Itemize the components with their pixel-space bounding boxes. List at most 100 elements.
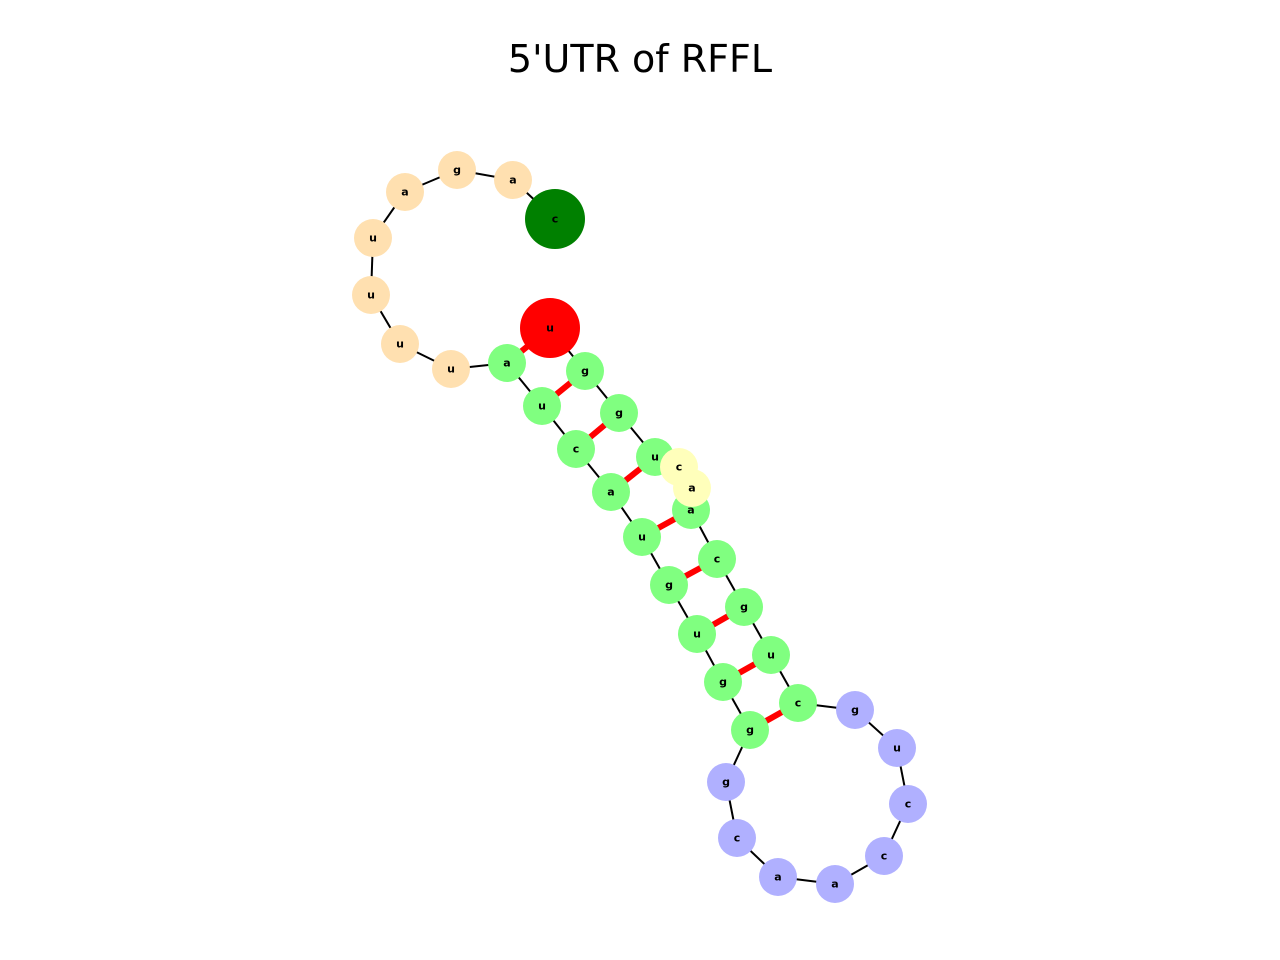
- nucleotide-hairpin-loop: g: [707, 763, 745, 801]
- nucleotide-circle: [354, 219, 392, 257]
- nucleotide-circle: [494, 161, 532, 199]
- nucleotide-hairpin-loop: a: [816, 865, 854, 903]
- nucleotide-label: u: [369, 232, 377, 245]
- nucleotide-circle: [488, 344, 526, 382]
- nucleotide-external: a: [494, 161, 532, 199]
- nucleotide-stem: a: [488, 344, 526, 382]
- nucleotide-stem: a: [592, 473, 630, 511]
- nucleotide-label: a: [688, 482, 695, 495]
- nucleotide-hairpin-loop: u: [878, 729, 916, 767]
- nucleotide-label: a: [831, 878, 838, 891]
- nucleotide-label: u: [546, 322, 554, 335]
- nucleotide-label: g: [581, 365, 589, 378]
- nucleotide-stem: c: [698, 540, 736, 578]
- nucleotide-label: c: [573, 443, 580, 456]
- nucleotide-circle: [650, 566, 688, 604]
- nucleotide-label: g: [719, 676, 727, 689]
- nucleotide-label: g: [722, 776, 730, 789]
- nucleotide-circle: [779, 684, 817, 722]
- nucleotide-hairpin-loop: c: [865, 837, 903, 875]
- nucleotide-hairpin-loop: g: [836, 691, 874, 729]
- nucleotide-label: u: [893, 742, 901, 755]
- nucleotide-circle: [836, 691, 874, 729]
- nucleotide-label: a: [509, 174, 516, 187]
- nucleotide-stem: g: [731, 711, 769, 749]
- nucleotide-circle: [557, 430, 595, 468]
- nucleotide-circle: [725, 588, 763, 626]
- nucleotide-label: g: [851, 704, 859, 717]
- nucleotide-circle: [731, 711, 769, 749]
- figure-title: 5'UTR of RFFL: [507, 37, 773, 81]
- nucleotide-stem: u: [752, 636, 790, 674]
- nucleotide-circle: [523, 387, 561, 425]
- nucleotide-circle: [878, 729, 916, 767]
- nucleotide-label: a: [687, 504, 694, 517]
- nucleotide-circle: [438, 151, 476, 189]
- nucleotide-circle: [673, 469, 711, 507]
- nucleotide-circle: [520, 298, 580, 358]
- nucleotide-three-prime-end: u: [520, 298, 580, 358]
- nucleotide-five-prime-end: c: [525, 189, 585, 249]
- nucleotide-label: u: [651, 451, 659, 464]
- nucleotide-label: g: [615, 407, 623, 420]
- nucleotide-label: u: [396, 338, 404, 351]
- nucleotide-label: a: [401, 186, 408, 199]
- nucleotide-circle: [381, 325, 419, 363]
- nucleotide-label: c: [881, 850, 888, 863]
- nucleotide-hairpin-loop: c: [889, 785, 927, 823]
- nucleotide-circle: [623, 518, 661, 556]
- nucleotide-external: u: [432, 350, 470, 388]
- nucleotide-stem: g: [650, 566, 688, 604]
- nucleotide-label: g: [453, 164, 461, 177]
- nucleotide-external: a: [386, 173, 424, 211]
- nucleotide-stem: c: [779, 684, 817, 722]
- nucleotide-label: a: [774, 871, 781, 884]
- nucleotide-label: c: [795, 697, 802, 710]
- nucleotide-label: u: [538, 400, 546, 413]
- nucleotide-stem: g: [566, 352, 604, 390]
- nucleotide-circle: [704, 663, 742, 701]
- nucleotide-external: u: [381, 325, 419, 363]
- nucleotide-label: u: [693, 628, 701, 641]
- nucleotide-label: c: [734, 832, 741, 845]
- nucleotide-label: a: [607, 486, 614, 499]
- nucleotide-stem: u: [678, 615, 716, 653]
- nucleotide-circle: [889, 785, 927, 823]
- nucleotide-circle: [698, 540, 736, 578]
- nucleotide-circle: [816, 865, 854, 903]
- nucleotide-circle: [386, 173, 424, 211]
- nucleotide-label: c: [552, 213, 559, 226]
- nucleotide-stem: g: [704, 663, 742, 701]
- nucleotide-label: u: [447, 363, 455, 376]
- nucleotide-stem: u: [623, 518, 661, 556]
- nucleotide-label: u: [638, 531, 646, 544]
- nucleotide-circle: [678, 615, 716, 653]
- nucleotide-label: c: [714, 553, 721, 566]
- nucleotide-circle: [525, 189, 585, 249]
- nucleotide-stem: c: [557, 430, 595, 468]
- nucleotide-external: g: [438, 151, 476, 189]
- nucleotide-bulge: a: [673, 469, 711, 507]
- nucleotide-label: u: [367, 289, 375, 302]
- nucleotide-external: u: [352, 276, 390, 314]
- nucleotide-circle: [718, 819, 756, 857]
- nucleotide-label: g: [665, 579, 673, 592]
- nucleotide-label: a: [503, 357, 510, 370]
- nucleotide-circle: [566, 352, 604, 390]
- nucleotide-hairpin-loop: c: [718, 819, 756, 857]
- nucleotide-stem: g: [600, 394, 638, 432]
- nucleotide-stem: g: [725, 588, 763, 626]
- nucleotide-stem: u: [523, 387, 561, 425]
- nucleotide-label: g: [746, 724, 754, 737]
- nucleotide-label: c: [905, 798, 912, 811]
- nucleotide-circle: [592, 473, 630, 511]
- nucleotide-circle: [707, 763, 745, 801]
- nucleotide-circle: [432, 350, 470, 388]
- nucleotide-circle: [865, 837, 903, 875]
- nucleotide-hairpin-loop: a: [759, 858, 797, 896]
- nucleotide-circle: [352, 276, 390, 314]
- nucleotide-label: u: [767, 649, 775, 662]
- nucleotide-label: c: [676, 461, 683, 474]
